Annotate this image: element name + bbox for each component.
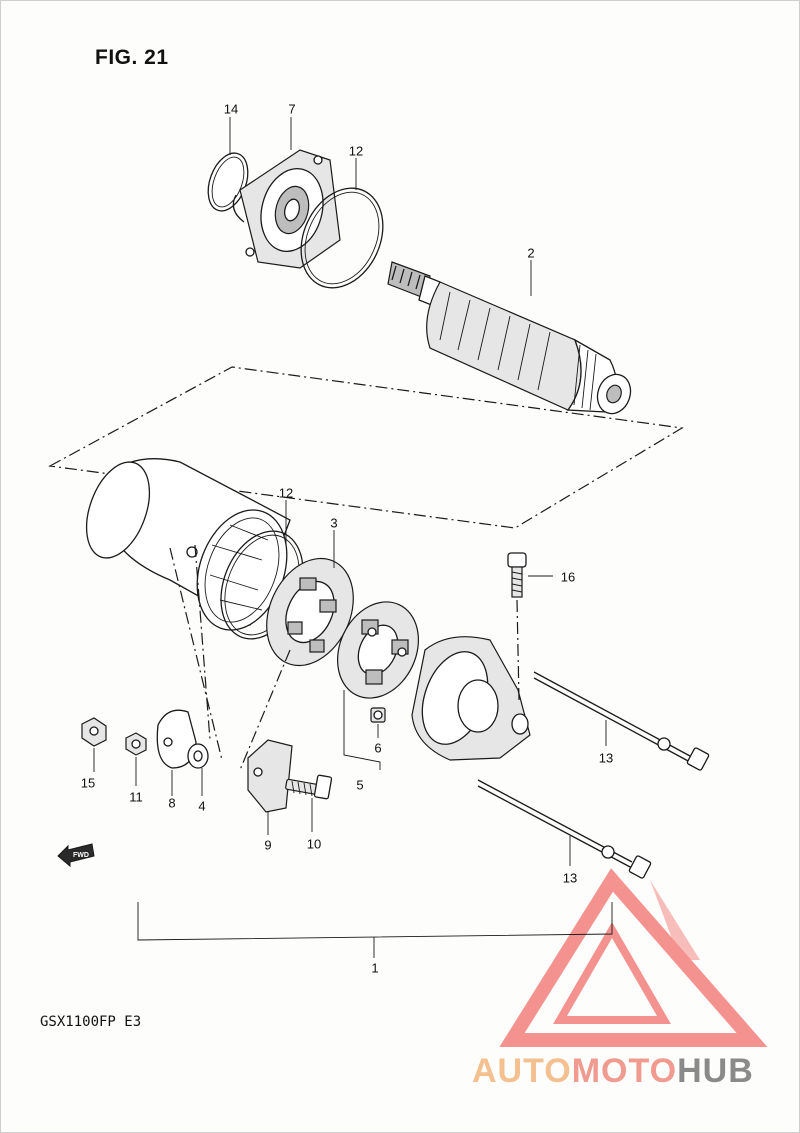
callout-leaders — [93, 117, 613, 958]
callout-5: 5 — [356, 777, 364, 793]
callout-14: 14 — [223, 101, 239, 117]
model-code: GSX1100FP E3 — [40, 1014, 142, 1030]
watermark-auto: AUTO — [472, 1052, 572, 1090]
callout-9: 9 — [264, 837, 272, 853]
callout-2: 2 — [527, 245, 535, 261]
callout-4: 4 — [198, 798, 206, 814]
watermark-moto: MOTO — [571, 1052, 678, 1090]
callout-12-lower: 12 — [278, 485, 294, 501]
part-9-bracket — [247, 739, 293, 813]
watermark-hub: HUB — [677, 1052, 754, 1090]
fwd-arrow-icon: FWD — [57, 843, 95, 868]
callout-16: 16 — [560, 569, 576, 585]
callout-3: 3 — [330, 515, 338, 531]
part-13-bolt-upper — [533, 671, 710, 771]
part-7-housing — [232, 149, 341, 269]
callout-6: 6 — [374, 740, 382, 756]
figure-title: FIG. 21 — [95, 46, 169, 69]
callout-10: 10 — [306, 836, 322, 852]
part-15-nut — [81, 717, 107, 747]
callout-13-lower: 13 — [562, 870, 578, 886]
part-10-screw — [285, 774, 333, 800]
part-4-washer — [187, 743, 209, 769]
part-2-armature — [387, 261, 632, 415]
assembly-dash-lines — [169, 544, 291, 771]
part-3-brush-plate — [266, 557, 354, 667]
assembly-outline — [48, 366, 684, 529]
callout-13-upper: 13 — [598, 750, 614, 766]
callout-11: 11 — [129, 789, 143, 805]
watermark-triangle-logo — [499, 868, 768, 1047]
part-13-bolt-lower — [477, 779, 652, 879]
rear-housing — [411, 636, 531, 761]
watermark-brand: AUTOMOTOHUB — [472, 1052, 754, 1091]
callout-12-top: 12 — [348, 143, 364, 159]
callout-15: 15 — [80, 775, 96, 791]
part-11-nut — [125, 732, 147, 756]
fwd-label: FWD — [73, 852, 89, 859]
part-6-nut — [370, 707, 386, 723]
part-12-o-ring-top — [300, 187, 384, 289]
callout-1: 1 — [371, 960, 379, 976]
part-14-o-ring — [207, 152, 249, 212]
callout-7: 7 — [288, 101, 296, 117]
callout-8: 8 — [168, 795, 176, 811]
part-5-brush-holder — [336, 601, 420, 699]
part-16-bolt — [507, 552, 527, 701]
